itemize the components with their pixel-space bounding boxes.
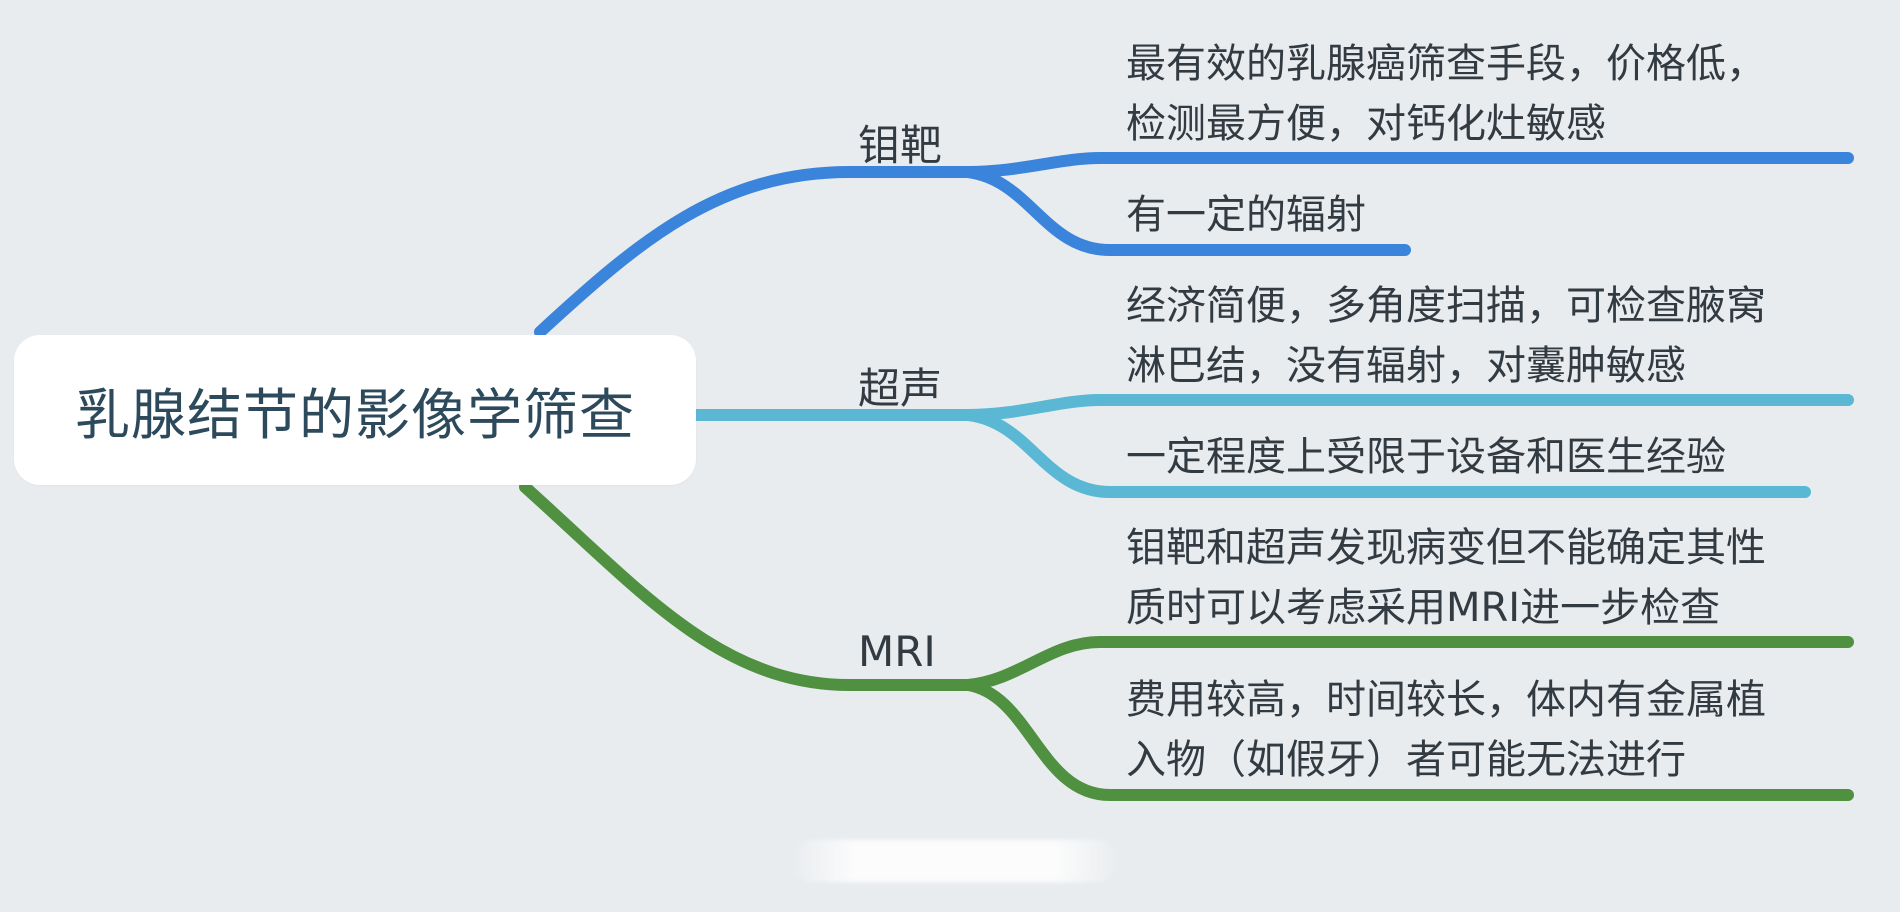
leaf-mammo-2[interactable]: 有一定的辐射 xyxy=(1126,185,1366,245)
connector-ultrasound-leaf-1 xyxy=(962,394,1854,421)
branch-mammo-label[interactable]: 钼靶 xyxy=(858,121,943,170)
leaf-mri-2-line-2: 入物（如假牙）者可能无法进行 xyxy=(1126,737,1686,783)
leaf-ultrasound-2-line-1: 一定程度上受限于设备和医生经验 xyxy=(1126,434,1726,480)
branch-mri-label[interactable]: MRI xyxy=(858,627,936,676)
leaf-mri-2[interactable]: 费用较高，时间较长，体内有金属植 入物（如假牙）者可能无法进行 xyxy=(1126,670,1766,790)
leaf-ultrasound-2[interactable]: 一定程度上受限于设备和医生经验 xyxy=(1126,427,1726,487)
root-node[interactable]: 乳腺结节的影像学筛查 xyxy=(14,335,696,485)
leaf-mri-2-line-1: 费用较高，时间较长，体内有金属植 xyxy=(1126,677,1766,723)
connector-mri-leaf-1 xyxy=(962,636,1854,691)
connector-root-mammo xyxy=(534,166,974,338)
leaf-mammo-2-line-1: 有一定的辐射 xyxy=(1126,192,1366,238)
connector-mammo-leaf-2 xyxy=(962,166,1411,256)
leaf-ultrasound-1-line-2: 淋巴结，没有辐射，对囊肿敏感 xyxy=(1126,343,1686,389)
connector-ultrasound-leaf-2 xyxy=(962,409,1811,498)
leaf-mri-1[interactable]: 钼靶和超声发现病变但不能确定其性 质时可以考虑采用MRI进一步检查 xyxy=(1126,518,1766,638)
leaf-ultrasound-1-line-1: 经济简便，多角度扫描，可检查腋窝 xyxy=(1126,283,1766,329)
watermark-blur xyxy=(790,840,1120,882)
branch-ultrasound-label[interactable]: 超声 xyxy=(858,364,943,413)
leaf-mri-1-line-2: 质时可以考虑采用MRI进一步检查 xyxy=(1126,585,1721,631)
connector-root-mri xyxy=(519,481,974,691)
root-node-label: 乳腺结节的影像学筛查 xyxy=(74,383,635,447)
leaf-mammo-1[interactable]: 最有效的乳腺癌筛查手段，价格低， 检测最方便，对钙化灶敏感 xyxy=(1126,34,1766,154)
leaf-ultrasound-1[interactable]: 经济简便，多角度扫描，可检查腋窝 淋巴结，没有辐射，对囊肿敏感 xyxy=(1126,276,1766,396)
connector-mri-leaf-2 xyxy=(962,679,1854,801)
leaf-mammo-1-line-2: 检测最方便，对钙化灶敏感 xyxy=(1126,101,1606,147)
connector-mammo-leaf-1 xyxy=(962,152,1854,178)
leaf-mri-1-line-1: 钼靶和超声发现病变但不能确定其性 xyxy=(1126,525,1766,571)
leaf-mammo-1-line-1: 最有效的乳腺癌筛查手段，价格低， xyxy=(1126,41,1766,87)
